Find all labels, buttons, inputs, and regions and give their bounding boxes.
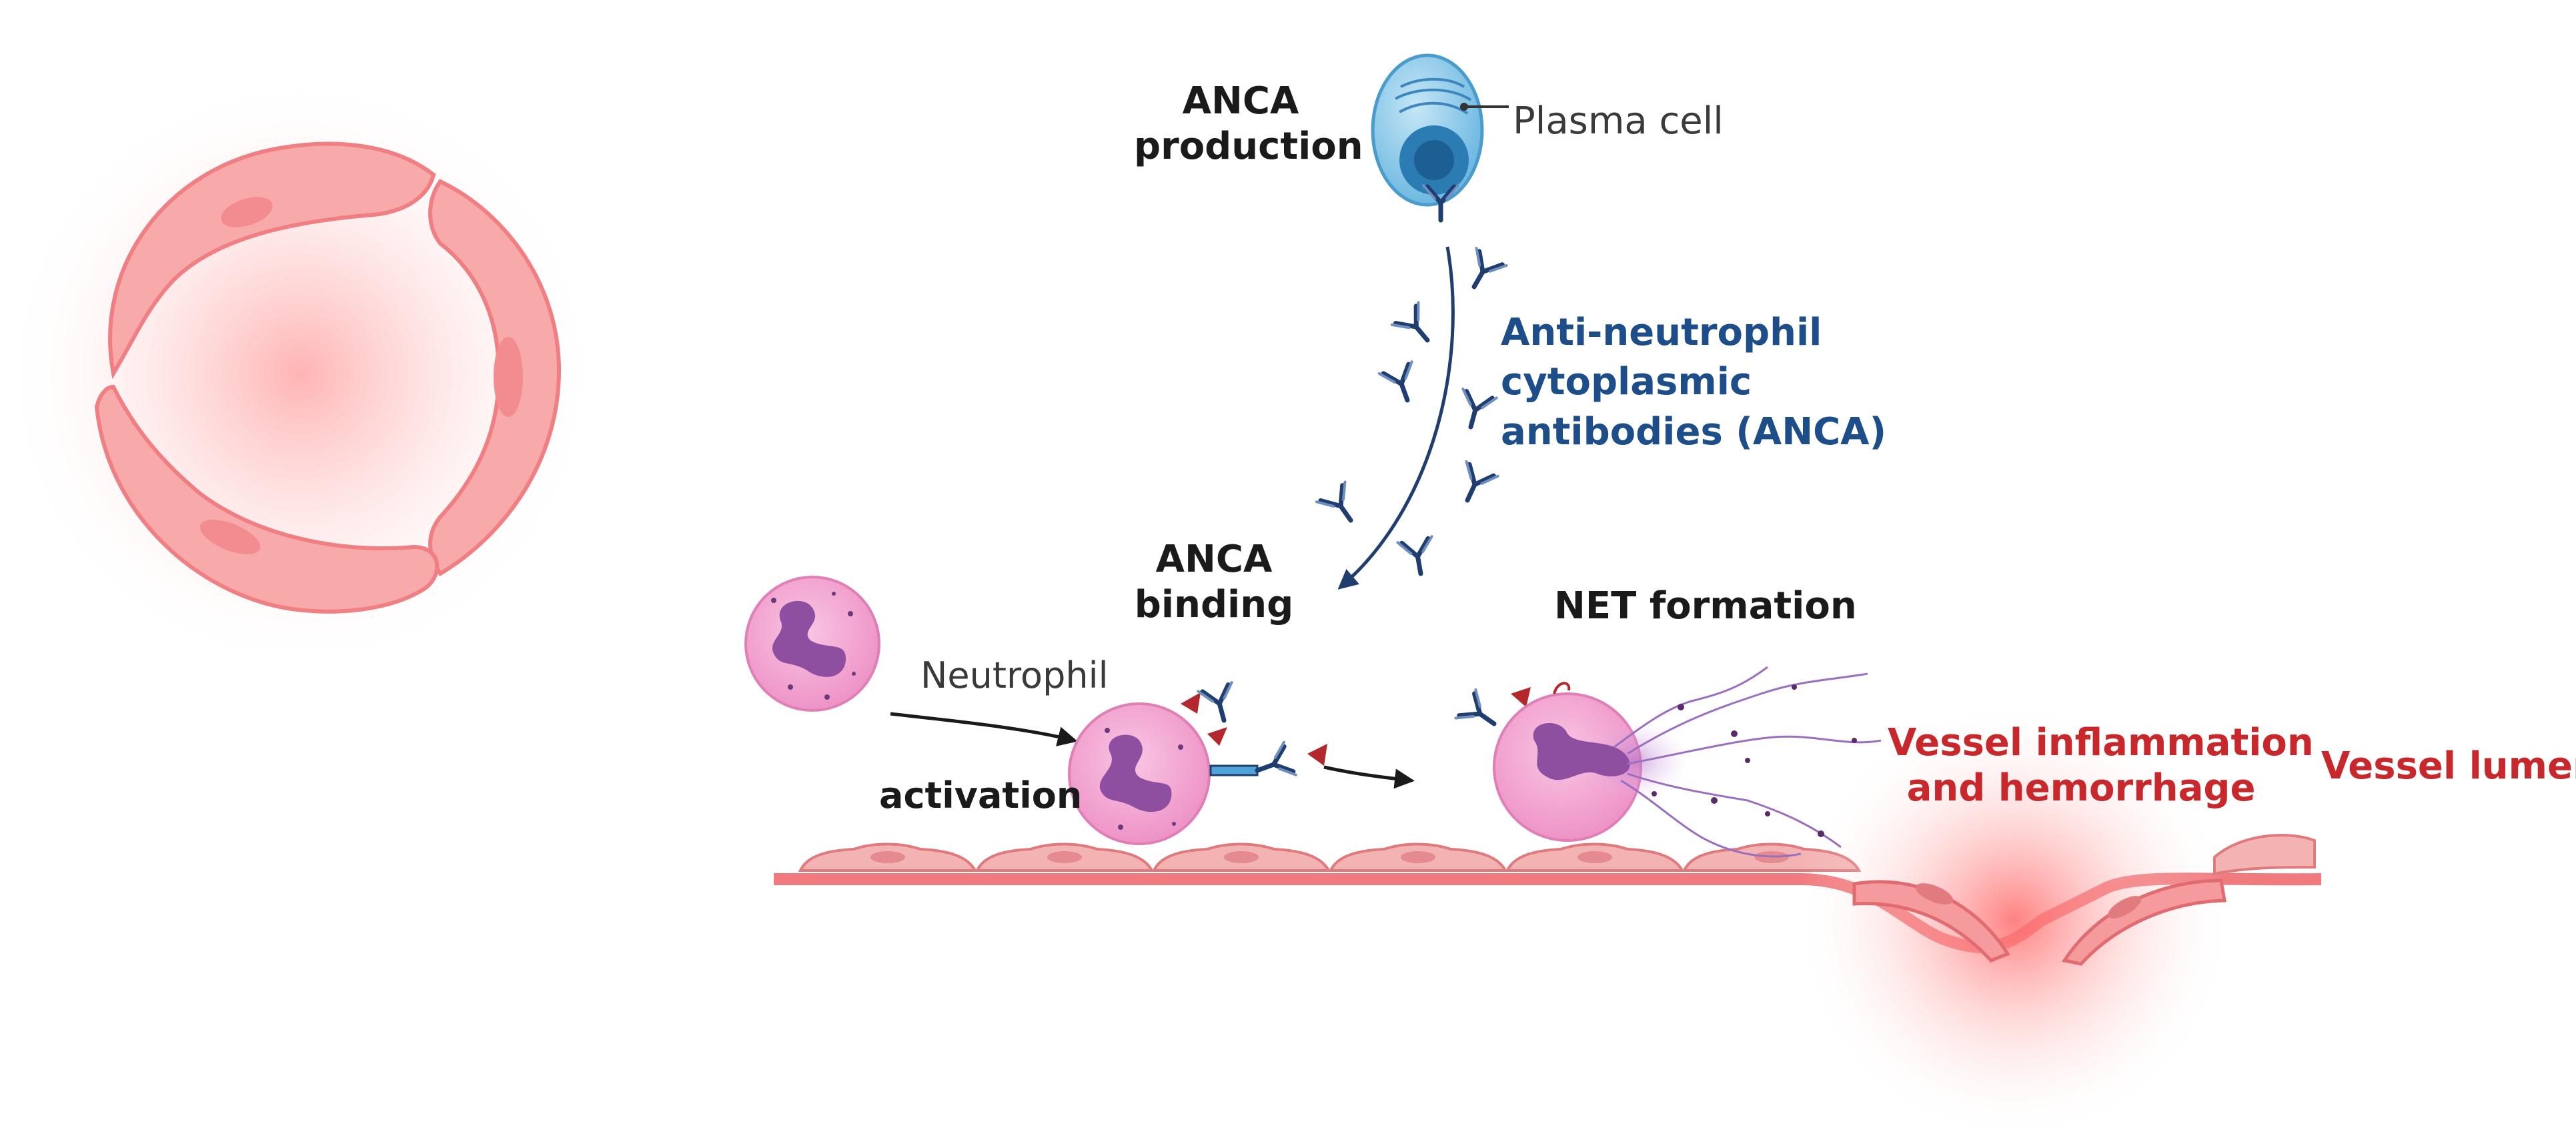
activation-arrow — [890, 712, 1078, 746]
vessel-nucleus-bottom — [199, 520, 261, 554]
vessel-cross-section — [0, 73, 600, 674]
plasma-cell-label: Plasma cell — [1513, 99, 1724, 143]
plasma-cell — [1371, 53, 1509, 220]
anca-flow-arrow — [1337, 246, 1455, 590]
anca-production-label: ANCA production — [1134, 79, 1363, 170]
anca-binding-line1: ANCA — [1155, 538, 1273, 581]
net-nucleus — [1533, 722, 1630, 780]
neutrophil-bound — [1068, 682, 1327, 845]
anca-definition-line2: cytoplasmic — [1501, 360, 1752, 404]
vessel-inflammation-line2: and hemorrhage — [1906, 766, 2256, 810]
net-arrow — [1323, 765, 1415, 789]
neutrophil-label: Neutrophil — [920, 654, 1109, 696]
neutrophil-nucleus — [772, 600, 846, 677]
endothelium — [774, 700, 2322, 1141]
vessel-cell-right — [428, 179, 562, 577]
net-strands — [1614, 666, 1882, 858]
hemorrhage-glow — [1794, 700, 2234, 1141]
antibody-cloud — [1317, 248, 1507, 577]
vessel-cell-bottom — [94, 384, 440, 614]
anca-definition-line1: Anti-neutrophil — [1501, 311, 1822, 354]
anca-binding-label: ANCA binding — [1121, 537, 1307, 628]
anca-production-line1: ANCA — [1182, 79, 1299, 123]
anca-binding-line2: binding — [1134, 583, 1294, 627]
endothelial-cell-edge — [2213, 834, 2316, 876]
vessel-inflammation-line1: Vessel inflammation — [1888, 721, 2314, 764]
vessel-lumen-label: Vessel lumen — [2321, 744, 2576, 788]
fc-receptor — [1209, 764, 1259, 776]
vessel-nucleus-top — [221, 197, 273, 227]
antigen-marker — [1181, 692, 1201, 714]
vessel-inflammation-label: Vessel inflammation and hemorrhage — [1888, 720, 2314, 812]
damaged-cell-left — [1852, 880, 2010, 963]
anca-definition-label: Anti-neutrophil cytoplasmic antibodies (… — [1501, 308, 1886, 457]
vessel-nucleus-right — [494, 337, 523, 417]
activation-label: activation — [879, 774, 1083, 816]
anca-definition-line3: antibodies (ANCA) — [1501, 410, 1887, 454]
damaged-cell-right — [2061, 879, 2226, 966]
net-formation-label: NET formation — [1554, 584, 1857, 628]
net-granules — [1652, 684, 1857, 837]
neutrophil-free — [744, 576, 880, 712]
vessel-cell-top — [108, 141, 436, 380]
neutrophil-net — [1455, 666, 1882, 858]
anca-production-line2: production — [1134, 125, 1363, 169]
plasma-er — [1395, 77, 1472, 115]
